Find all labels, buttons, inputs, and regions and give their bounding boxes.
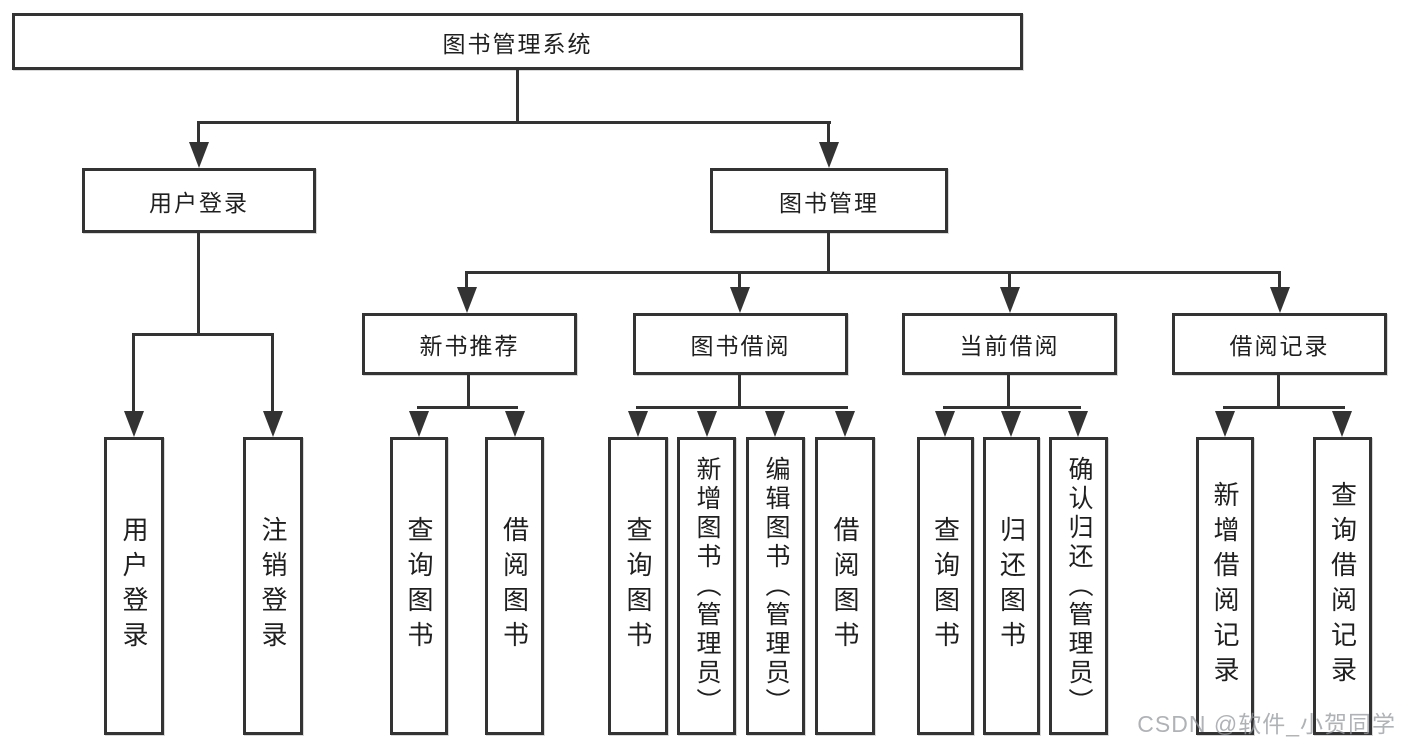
node-book-management: 图书管理 (710, 168, 948, 233)
node-book-borrowing-label: 图书借阅 (690, 333, 791, 359)
node-query-books-3: 查询图书 (917, 437, 974, 735)
node-query-books: 查询图书 (390, 437, 448, 735)
node-root-label: 图书管理系统 (442, 30, 593, 57)
node-logout: 注销登录 (243, 437, 303, 735)
arrowhead-down (189, 142, 209, 168)
node-add-book-admin: 新增图书（管理员） (677, 437, 736, 735)
node-confirm-return-admin: 确认归还（管理员） (1049, 437, 1108, 735)
arrowhead-down (697, 411, 717, 437)
connector-line (516, 70, 519, 123)
node-book-management-label: 图书管理 (779, 189, 879, 216)
arrowhead-down (263, 411, 283, 437)
connector-line (943, 406, 1081, 409)
node-edit-book-admin: 编辑图书（管理员） (746, 437, 805, 735)
connector-line (271, 333, 274, 415)
csdn-watermark: CSDN @软件_小贺同学 (1137, 711, 1396, 737)
arrowhead-down (935, 411, 955, 437)
connector-line (465, 271, 468, 293)
connector-line (197, 121, 200, 148)
arrowhead-down (124, 411, 144, 437)
node-user-login-label: 用户登录 (149, 189, 249, 216)
connector-line (197, 233, 200, 335)
connector-line (467, 375, 470, 409)
connector-line (827, 233, 830, 274)
connector-line (1223, 406, 1345, 409)
arrowhead-down (1270, 287, 1290, 313)
leaf-label: 编辑图书（管理员） (762, 455, 790, 717)
arrowhead-down (1332, 411, 1352, 437)
node-borrow-records-label: 借阅记录 (1229, 333, 1330, 359)
arrowhead-down (730, 287, 750, 313)
connector-line (827, 121, 830, 148)
node-root: 图书管理系统 (12, 13, 1023, 70)
connector-line (417, 406, 518, 409)
node-query-books-2: 查询图书 (608, 437, 668, 735)
connector-line (1008, 271, 1011, 293)
connector-line (132, 333, 274, 336)
leaf-label: 查询图书 (623, 516, 653, 656)
leaf-label: 借阅图书 (830, 516, 860, 656)
connector-line (1278, 271, 1281, 293)
connector-line (1007, 375, 1010, 409)
node-user-login-leaf: 用户登录 (104, 437, 164, 735)
leaf-label: 借阅图书 (499, 516, 530, 656)
arrowhead-down (457, 287, 477, 313)
node-return-books: 归还图书 (983, 437, 1040, 735)
arrowhead-down (409, 411, 429, 437)
node-query-borrow-record: 查询借阅记录 (1313, 437, 1372, 735)
leaf-label: 查询图书 (930, 516, 961, 656)
node-borrow-books-2: 借阅图书 (815, 437, 875, 735)
node-user-login: 用户登录 (82, 168, 316, 233)
arrowhead-down (765, 411, 785, 437)
leaf-label: 查询图书 (404, 516, 434, 656)
leaf-label: 确认归还（管理员） (1065, 455, 1093, 717)
arrowhead-down (1215, 411, 1235, 437)
node-borrow-records: 借阅记录 (1172, 313, 1387, 375)
arrowhead-down (1068, 411, 1088, 437)
leaf-label: 新增借阅记录 (1210, 481, 1240, 691)
connector-line (738, 271, 741, 293)
node-current-borrowing: 当前借阅 (902, 313, 1117, 375)
connector-line (738, 375, 741, 409)
node-book-borrowing: 图书借阅 (633, 313, 848, 375)
connector-line (465, 271, 1281, 274)
leaf-label: 用户登录 (119, 516, 149, 656)
leaf-label: 注销登录 (258, 516, 288, 656)
arrowhead-down (1000, 287, 1020, 313)
connector-line (1277, 375, 1280, 409)
node-new-book-recommend: 新书推荐 (362, 313, 577, 375)
arrowhead-down (819, 142, 839, 168)
connector-line (636, 406, 848, 409)
connector-line (197, 121, 831, 124)
arrowhead-down (628, 411, 648, 437)
leaf-label: 归还图书 (996, 516, 1027, 656)
node-borrow-books: 借阅图书 (485, 437, 544, 735)
leaf-label: 查询借阅记录 (1327, 481, 1358, 691)
node-current-borrowing-label: 当前借阅 (959, 333, 1060, 359)
arrowhead-down (505, 411, 525, 437)
arrowhead-down (1001, 411, 1021, 437)
arrowhead-down (835, 411, 855, 437)
node-new-book-recommend-label: 新书推荐 (419, 333, 520, 359)
node-add-borrow-record: 新增借阅记录 (1196, 437, 1254, 735)
leaf-label: 新增图书（管理员） (693, 455, 721, 717)
connector-line (132, 333, 135, 415)
